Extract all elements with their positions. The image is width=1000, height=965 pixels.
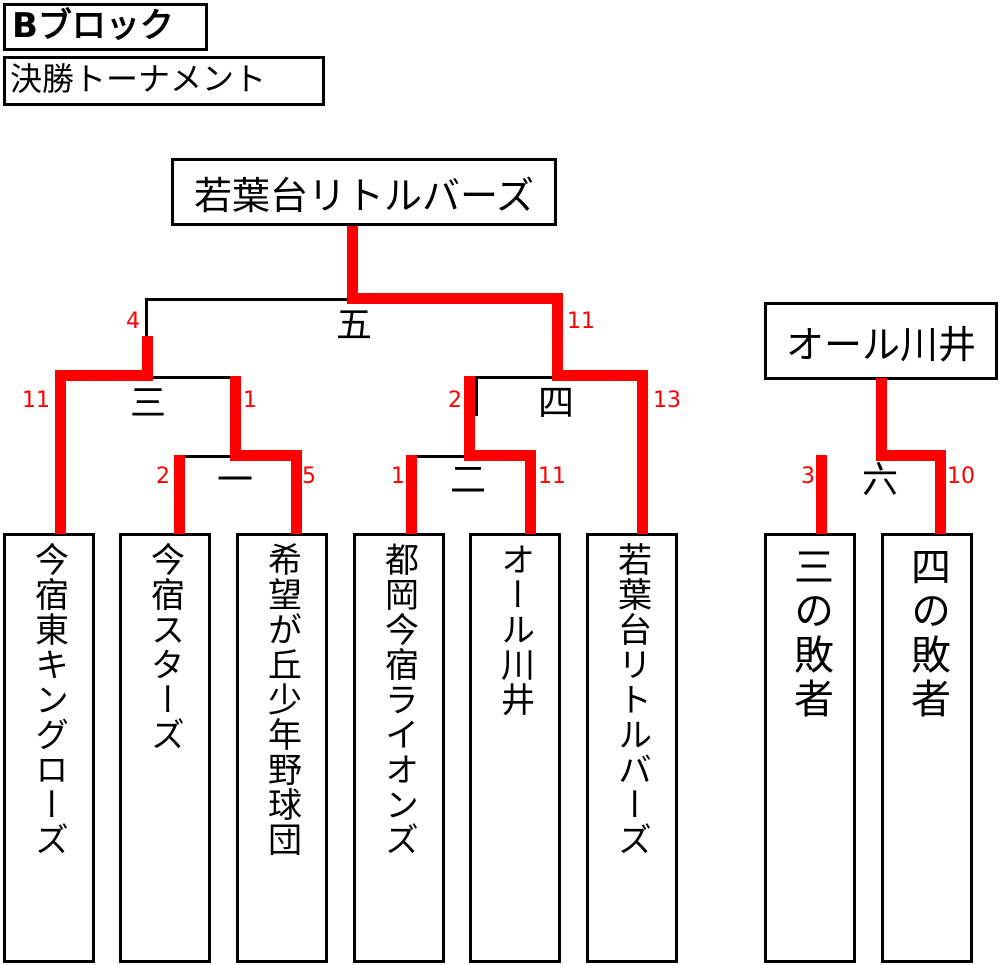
team-box-3: 希望が丘少年野球団 [236,533,328,963]
team-box-8: 四の敗者 [881,533,973,963]
winner-path [464,376,475,458]
winner-path [347,226,358,301]
score-m6-right: 10 [947,464,975,489]
team-name: 四の敗者 [904,546,950,722]
team-box-2: 今宿スターズ [119,533,211,963]
team-name: 若葉台リトルバーズ [611,542,652,857]
winner-path [291,450,302,534]
bracket-line [475,376,563,379]
winner-path [525,450,536,534]
bracket-line [475,376,478,416]
team-name: 希望が丘少年野球団 [261,542,302,857]
winner-path [55,370,153,381]
score-m1-right: 5 [302,464,316,489]
winner-path [552,370,647,381]
team-name: 三の敗者 [787,546,833,722]
winner-path [464,450,536,461]
team-name: 今宿東キングローズ [28,542,69,857]
score-m2-left: 1 [391,464,405,489]
team-name: 都岡今宿ライオンズ [378,542,419,857]
bracket-line [414,455,470,458]
tournament-subtitle: 決勝トーナメント [3,56,325,106]
bracket-line [145,298,148,338]
bracket-line [182,455,238,458]
winner-path [935,450,946,534]
main-champion-box: 若葉台リトルバーズ [171,158,557,226]
winner-path [55,370,66,534]
score-m5-right: 11 [567,309,595,334]
winner-path [876,450,946,461]
score-m6-left: 3 [801,464,815,489]
match-label-1: 一 [217,460,254,501]
score-m1-left: 2 [156,464,170,489]
score-m4-left: 2 [448,388,462,413]
team-box-4: 都岡今宿ライオンズ [353,533,445,963]
winner-path [230,450,302,461]
score-m2-right: 11 [538,464,566,489]
block-title: Bブロック [3,3,208,51]
match-label-3: 三 [130,383,167,424]
team-box-7: 三の敗者 [764,533,856,963]
team-name: オール川井 [494,542,535,717]
winner-path [142,336,153,381]
bracket-line [150,376,238,379]
score-m4-right: 13 [653,388,681,413]
team-box-1: 今宿東キングローズ [3,533,95,963]
match-label-5: 五 [336,305,373,346]
winner-path [552,293,563,381]
winner-path [347,293,563,304]
winner-path [876,378,887,458]
winner-path [406,455,417,534]
match-label-6: 六 [862,460,899,501]
score-m3-right: 1 [243,388,257,413]
score-m3-left: 11 [22,388,50,413]
winner-path [174,455,185,534]
score-m5-left: 4 [126,309,140,334]
bracket-line [145,298,357,301]
winner-path [816,455,827,534]
winner-path [637,370,648,534]
match-label-4: 四 [538,383,575,424]
winner-path [230,376,241,458]
team-name: 今宿スターズ [144,542,185,752]
side-champion-box: オール川井 [764,302,998,380]
team-box-5: オール川井 [469,533,561,963]
team-box-6: 若葉台リトルバーズ [586,533,678,963]
match-label-2: 二 [450,460,487,501]
